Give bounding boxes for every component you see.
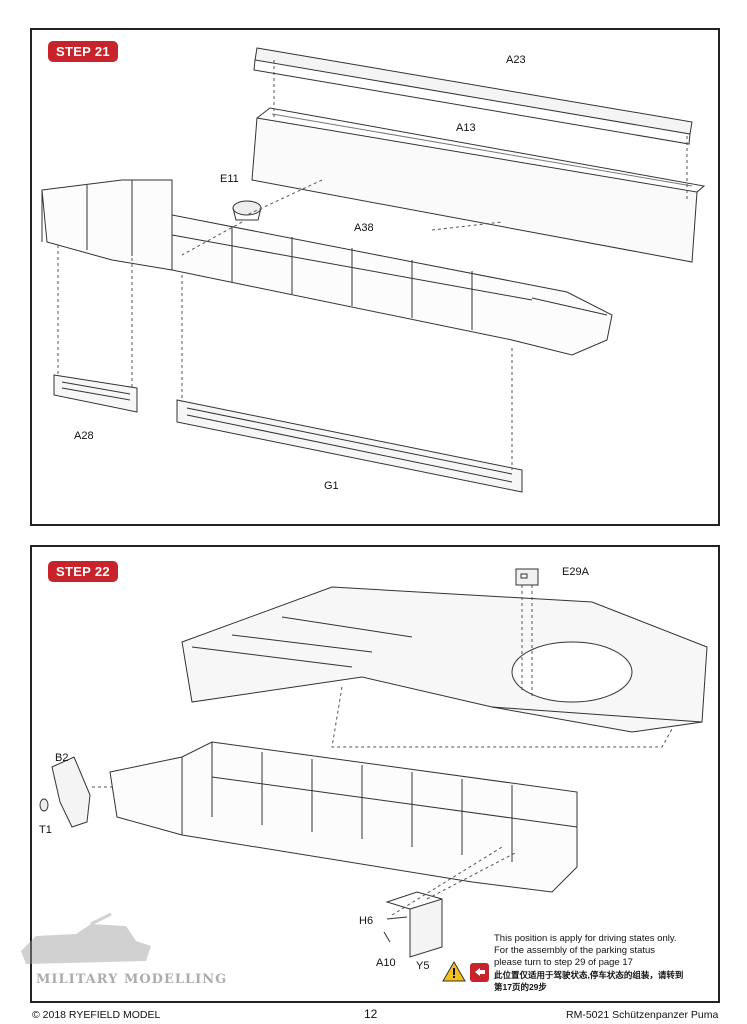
part-b2-drawing (51, 756, 91, 828)
parking-status-note: This position is apply for driving state… (494, 933, 719, 993)
lower-hull-drawing (109, 741, 578, 893)
step-21-badge: STEP 21 (48, 41, 118, 62)
label-a28: A28 (74, 430, 94, 442)
part-y5-drawing (385, 891, 443, 958)
part-t1-drawing (39, 798, 49, 812)
part-a13-drawing (251, 107, 706, 263)
label-a23: A23 (506, 54, 526, 66)
label-g1: G1 (324, 480, 339, 492)
label-a10: A10 (376, 957, 396, 969)
step-21-illustration (41, 47, 706, 493)
footer-product: RM-5021 Schützenpanzer Puma (566, 1009, 719, 1021)
part-h6-a10-drawing (383, 916, 408, 943)
footer-copyright: © 2018 RYEFIELD MODEL (32, 1009, 161, 1021)
label-b2: B2 (55, 752, 69, 764)
part-a23-drawing (253, 47, 693, 145)
step-22-panel: STEP 22 (30, 545, 720, 1003)
part-e29a-drawing (515, 568, 539, 586)
label-e29a: E29A (562, 566, 589, 578)
watermark-text: MILITARY MODELLING (36, 972, 228, 987)
step-21-panel: STEP 21 (30, 28, 720, 526)
label-a13: A13 (456, 122, 476, 134)
note-line-5: 第17页的29步 (494, 982, 547, 992)
step-22-badge: STEP 22 (48, 561, 118, 582)
step-22-illustration (39, 568, 708, 958)
part-g1-drawing (176, 399, 523, 493)
label-a38: A38 (354, 222, 374, 234)
note-line-2: For the assembly of the parking status (494, 945, 656, 956)
part-a38-hull-drawing (41, 179, 613, 356)
label-t1: T1 (39, 824, 52, 836)
label-y5: Y5 (416, 960, 430, 972)
label-h6: H6 (359, 915, 374, 927)
tank-watermark-icon (21, 912, 151, 964)
footer-page-number: 12 (364, 1007, 378, 1021)
note-line-4: 此位置仅适用于驾驶状态,停车状态的组装，请转到 (494, 970, 684, 980)
note-line-1: This position is apply for driving state… (494, 933, 677, 944)
part-a28-drawing (53, 374, 138, 413)
upper-hull-drawing (181, 586, 708, 733)
part-e11-drawing (232, 200, 262, 221)
label-e11: E11 (220, 173, 239, 185)
note-line-3: please turn to step 29 of page 17 (494, 957, 633, 968)
warning-icon (442, 961, 489, 982)
